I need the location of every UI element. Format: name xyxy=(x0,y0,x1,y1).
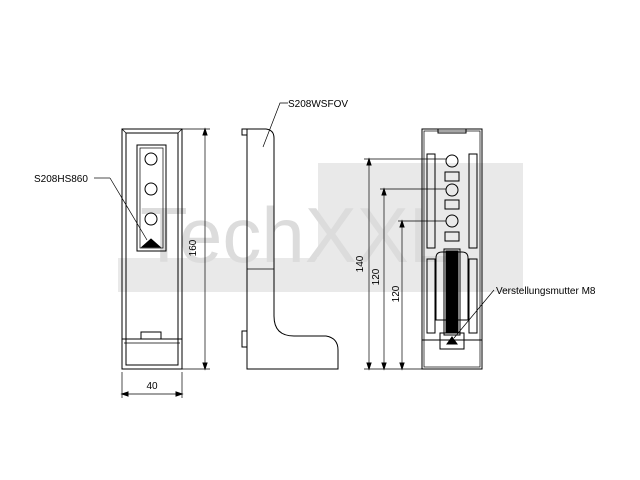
watermark: TechXXL xyxy=(118,163,523,292)
side-view xyxy=(241,128,339,370)
dimension-140-label: 140 xyxy=(355,255,366,272)
dimension-140: 140 xyxy=(355,157,446,371)
dimension-120-a-label: 120 xyxy=(371,268,382,285)
front-view xyxy=(121,128,183,370)
label-adjust-nut: Verstellungsmutter M8 xyxy=(496,286,596,297)
rear-view xyxy=(421,128,483,370)
callout-handle-set: S208HS860 xyxy=(34,174,148,241)
dimension-width-label: 40 xyxy=(146,381,158,392)
callout-adjust-nut: Verstellungsmutter M8 xyxy=(453,286,596,339)
callout-frame-profile: S208WSFOV xyxy=(262,99,348,148)
dimension-120-b-label: 120 xyxy=(391,285,402,302)
watermark-text: TechXXL xyxy=(140,191,452,279)
dimension-120-a: 120 xyxy=(371,187,446,371)
dimension-height-total: 160 xyxy=(182,127,210,371)
label-handle-set: S208HS860 xyxy=(34,174,88,185)
dimension-height-total-label: 160 xyxy=(188,239,199,256)
dimension-width: 40 xyxy=(120,372,184,398)
dimension-120-b: 120 xyxy=(391,219,446,371)
label-frame-profile: S208WSFOV xyxy=(288,99,348,110)
